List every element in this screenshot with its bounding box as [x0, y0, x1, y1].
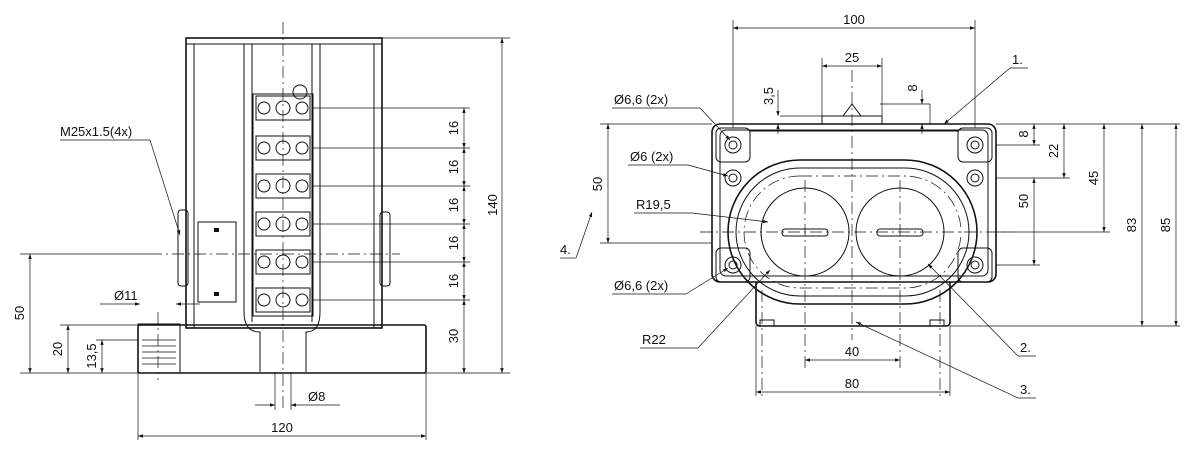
svg-text:Ø6,6 (2x): Ø6,6 (2x): [614, 92, 668, 107]
dim-v-8-right: 8: [1016, 130, 1031, 137]
dim-v-50-left: 50: [590, 177, 605, 191]
dim-height-20: 20: [50, 342, 65, 356]
label-radius-22: R22: [642, 332, 666, 347]
label-plate: [197, 221, 237, 303]
dim-pitch-4: 16: [446, 236, 461, 250]
dim-v-22: 22: [1046, 144, 1061, 158]
dim-v-50-right: 50: [1016, 194, 1031, 208]
callout-3: 3.: [1020, 382, 1031, 397]
dim-width-40: 40: [845, 344, 859, 359]
diameter-symbol: Ø: [614, 92, 624, 107]
side-hole-right: [966, 169, 984, 187]
dim-pitch-2: 16: [446, 160, 461, 174]
label-radius-19-5: R19,5: [636, 197, 671, 212]
dim-height-50: 50: [12, 306, 27, 320]
svg-text:Ø11: Ø11: [114, 288, 138, 303]
dim-v-85: 85: [1158, 218, 1173, 232]
diameter-symbol: Ø: [114, 288, 124, 303]
diameter-symbol: Ø: [614, 278, 624, 293]
cable-gland-left: [177, 209, 189, 287]
housing-outline: [711, 123, 997, 283]
mounting-hole-br: [966, 256, 984, 274]
diameter-symbol: Ø: [308, 389, 318, 404]
dim-pitch-3: 16: [446, 198, 461, 212]
dim-height-30: 30: [446, 329, 461, 343]
label-hole-66-top: 6,6 (2x): [624, 92, 668, 107]
svg-text:Ø6,6 (2x): Ø6,6 (2x): [614, 278, 668, 293]
diameter-symbol: Ø: [630, 149, 640, 164]
side-view: 140 16 16 16 16 16 30 50 20 13,5 120 M25…: [12, 22, 510, 440]
side-hole-left: [724, 169, 742, 187]
base-plate: [137, 324, 427, 374]
dim-v-45: 45: [1086, 171, 1101, 185]
dim-dia-11: 11: [124, 288, 138, 303]
housing-body: [185, 37, 383, 329]
dim-height-13-5: 13,5: [84, 343, 99, 368]
cable-gland-right: [379, 211, 391, 287]
mounting-hole-tl: [724, 136, 742, 154]
dim-width-100: 100: [843, 12, 865, 27]
dim-height-total: 140: [485, 194, 500, 216]
dim-v-3-5: 3,5: [761, 87, 776, 105]
dim-width-total: 120: [271, 420, 293, 435]
dim-dia-8: 8: [318, 389, 325, 404]
dim-width-80: 80: [845, 376, 859, 391]
mounting-hole-tr: [966, 136, 984, 154]
label-thread: M25x1.5(4x): [60, 124, 132, 139]
dim-pitch-1: 16: [446, 121, 461, 135]
callout-4: 4.: [560, 242, 571, 257]
label-hole-66-bottom: 6,6 (2x): [624, 278, 668, 293]
label-hole-6: 6 (2x): [640, 149, 673, 164]
callout-1: 1.: [1012, 52, 1023, 67]
dim-v-83: 83: [1124, 218, 1139, 232]
dim-v-8-top: 8: [905, 84, 920, 91]
dim-pitch-5: 16: [446, 274, 461, 288]
dim-width-25: 25: [845, 50, 859, 65]
svg-text:Ø6 (2x): Ø6 (2x): [630, 149, 673, 164]
top-view: 100 25 40 80 3,5 8 50 8 22 45 50 83 85 Ø…: [560, 12, 1180, 400]
callout-2: 2.: [1020, 340, 1031, 355]
svg-text:Ø8: Ø8: [308, 389, 325, 404]
button-housing: [727, 159, 978, 305]
base-gland: [137, 323, 181, 374]
